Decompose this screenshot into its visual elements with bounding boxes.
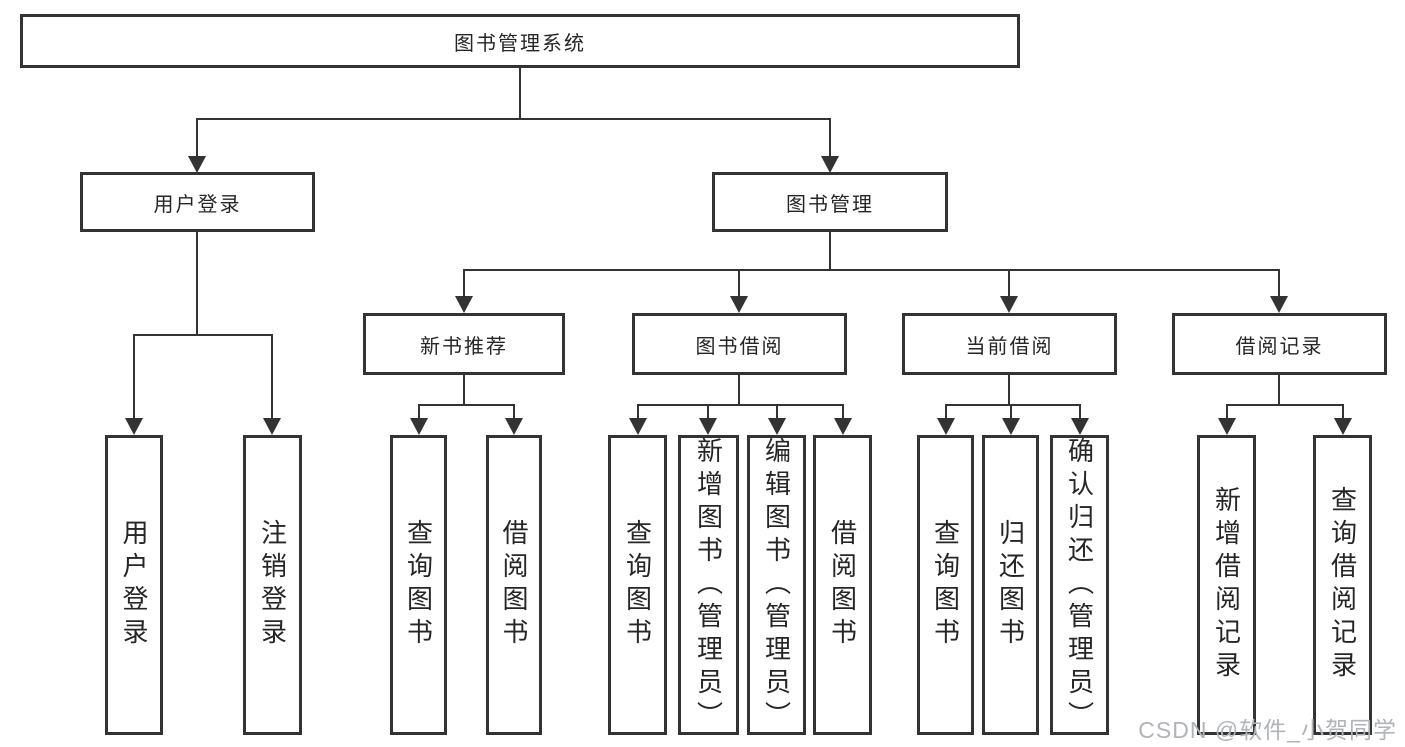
connector-drop-br-query xyxy=(1342,404,1344,421)
connector-drop-cb-return xyxy=(1010,404,1012,421)
leaf-add-books-admin-label: 新增图书（管理员） xyxy=(693,436,724,734)
connector-user-login-stem xyxy=(196,232,198,336)
connector-drop-bb-borrow xyxy=(842,404,844,421)
leaf-borrow-books-label: 借阅图书 xyxy=(827,519,858,651)
connector-drop-book-management xyxy=(829,118,831,158)
arrowhead-cb-query xyxy=(937,418,955,435)
leaf-add-borrow-record: 新增借阅记录 xyxy=(1197,435,1256,735)
leaf-borrow-books: 借阅图书 xyxy=(813,435,872,735)
leaf-logout: 注销登录 xyxy=(243,435,302,735)
node-user-login: 用户登录 xyxy=(80,172,315,232)
connector-drop-current-borrow xyxy=(1008,269,1010,301)
node-new-book-recommend: 新书推荐 xyxy=(363,313,565,375)
connector-current-borrow-rail xyxy=(945,404,1080,406)
connector-book-borrow-stem xyxy=(738,375,740,406)
arrowhead-cb-confirm xyxy=(1071,418,1089,435)
leaf-current-query-books-label: 查询图书 xyxy=(930,519,961,651)
connector-new-book-rail xyxy=(418,404,515,406)
connector-new-book-stem xyxy=(463,375,465,406)
node-current-borrow: 当前借阅 xyxy=(902,313,1117,375)
leaf-current-query-books: 查询图书 xyxy=(917,435,974,735)
node-borrow-records: 借阅记录 xyxy=(1172,313,1387,375)
csdn-watermark: CSDN @软件_小贺同学 xyxy=(1138,717,1397,743)
node-library-system: 图书管理系统 xyxy=(20,14,1020,68)
connector-root-stem xyxy=(519,68,521,119)
connector-drop-cb-query xyxy=(945,404,947,421)
arrowhead-user-login xyxy=(188,156,206,173)
node-book-borrow: 图书借阅 xyxy=(632,313,847,375)
arrowhead-nb-borrow xyxy=(505,418,523,435)
connector-drop-user-login xyxy=(196,118,198,158)
leaf-edit-books-admin-label: 编辑图书（管理员） xyxy=(761,436,792,734)
node-book-borrow-label: 图书借阅 xyxy=(695,335,784,358)
connector-drop-leaf-logout xyxy=(271,334,273,421)
arrowhead-bb-query xyxy=(629,418,647,435)
leaf-user-login-label: 用户登录 xyxy=(119,519,149,651)
arrowhead-leaf-logout xyxy=(263,418,281,435)
leaf-confirm-return-admin: 确认归还（管理员） xyxy=(1050,435,1109,735)
arrowhead-book-management xyxy=(821,156,839,173)
connector-drop-bb-edit xyxy=(776,404,778,421)
leaf-newbook-query-books-label: 查询图书 xyxy=(403,519,434,651)
leaf-query-borrow-record-label: 查询借阅记录 xyxy=(1327,486,1358,684)
connector-drop-leaf-login xyxy=(133,334,135,421)
arrowhead-br-add xyxy=(1218,418,1236,435)
leaf-newbook-borrow-books-label: 借阅图书 xyxy=(499,519,529,651)
node-library-system-label: 图书管理系统 xyxy=(454,32,586,55)
leaf-edit-books-admin: 编辑图书（管理员） xyxy=(747,435,806,735)
leaf-add-borrow-record-label: 新增借阅记录 xyxy=(1211,486,1242,684)
leaf-user-login: 用户登录 xyxy=(105,435,163,735)
node-book-management: 图书管理 xyxy=(712,172,948,232)
arrowhead-br-query xyxy=(1334,418,1352,435)
connector-current-borrow-stem xyxy=(1008,375,1010,406)
connector-book-management-stem xyxy=(829,232,831,271)
arrowhead-cb-return xyxy=(1002,418,1020,435)
connector-drop-book-borrow xyxy=(738,269,740,301)
arrowhead-leaf-login xyxy=(125,418,143,435)
leaf-return-books: 归还图书 xyxy=(982,435,1039,735)
connector-drop-nb-borrow xyxy=(513,404,515,421)
arrowhead-book-borrow xyxy=(730,296,748,313)
connector-drop-borrow-records xyxy=(1278,269,1280,301)
leaf-newbook-borrow-books: 借阅图书 xyxy=(486,435,542,735)
leaf-borrow-query-books: 查询图书 xyxy=(608,435,667,735)
arrowhead-bb-add xyxy=(699,418,717,435)
arrowhead-nb-query xyxy=(410,418,428,435)
connector-root-rail xyxy=(196,118,831,120)
leaf-logout-label: 注销登录 xyxy=(257,519,288,651)
leaf-newbook-query-books: 查询图书 xyxy=(390,435,447,735)
connector-drop-bb-query xyxy=(637,404,639,421)
arrowhead-bb-edit xyxy=(768,418,786,435)
node-current-borrow-label: 当前借阅 xyxy=(965,335,1054,358)
leaf-query-borrow-record: 查询借阅记录 xyxy=(1313,435,1372,735)
connector-book-management-rail xyxy=(463,269,1280,271)
node-book-management-label: 图书管理 xyxy=(786,193,874,216)
node-new-book-recommend-label: 新书推荐 xyxy=(420,335,508,358)
arrowhead-bb-borrow xyxy=(834,418,852,435)
leaf-confirm-return-admin-label: 确认归还（管理员） xyxy=(1064,436,1095,734)
connector-user-login-rail xyxy=(133,334,273,336)
connector-borrow-records-stem xyxy=(1278,375,1280,406)
leaf-borrow-query-books-label: 查询图书 xyxy=(622,519,653,651)
connector-drop-bb-add xyxy=(707,404,709,421)
connector-drop-new-book xyxy=(463,269,465,301)
connector-drop-nb-query xyxy=(418,404,420,421)
node-user-login-label: 用户登录 xyxy=(153,193,242,216)
connector-borrow-records-rail xyxy=(1226,404,1343,406)
connector-drop-cb-confirm xyxy=(1079,404,1081,421)
leaf-add-books-admin: 新增图书（管理员） xyxy=(678,435,739,735)
arrowhead-new-book xyxy=(455,296,473,313)
node-borrow-records-label: 借阅记录 xyxy=(1235,335,1324,358)
arrowhead-current-borrow xyxy=(1000,296,1018,313)
connector-drop-br-add xyxy=(1226,404,1228,421)
arrowhead-borrow-records xyxy=(1270,296,1288,313)
connector-book-borrow-rail xyxy=(637,404,843,406)
leaf-return-books-label: 归还图书 xyxy=(995,519,1026,651)
